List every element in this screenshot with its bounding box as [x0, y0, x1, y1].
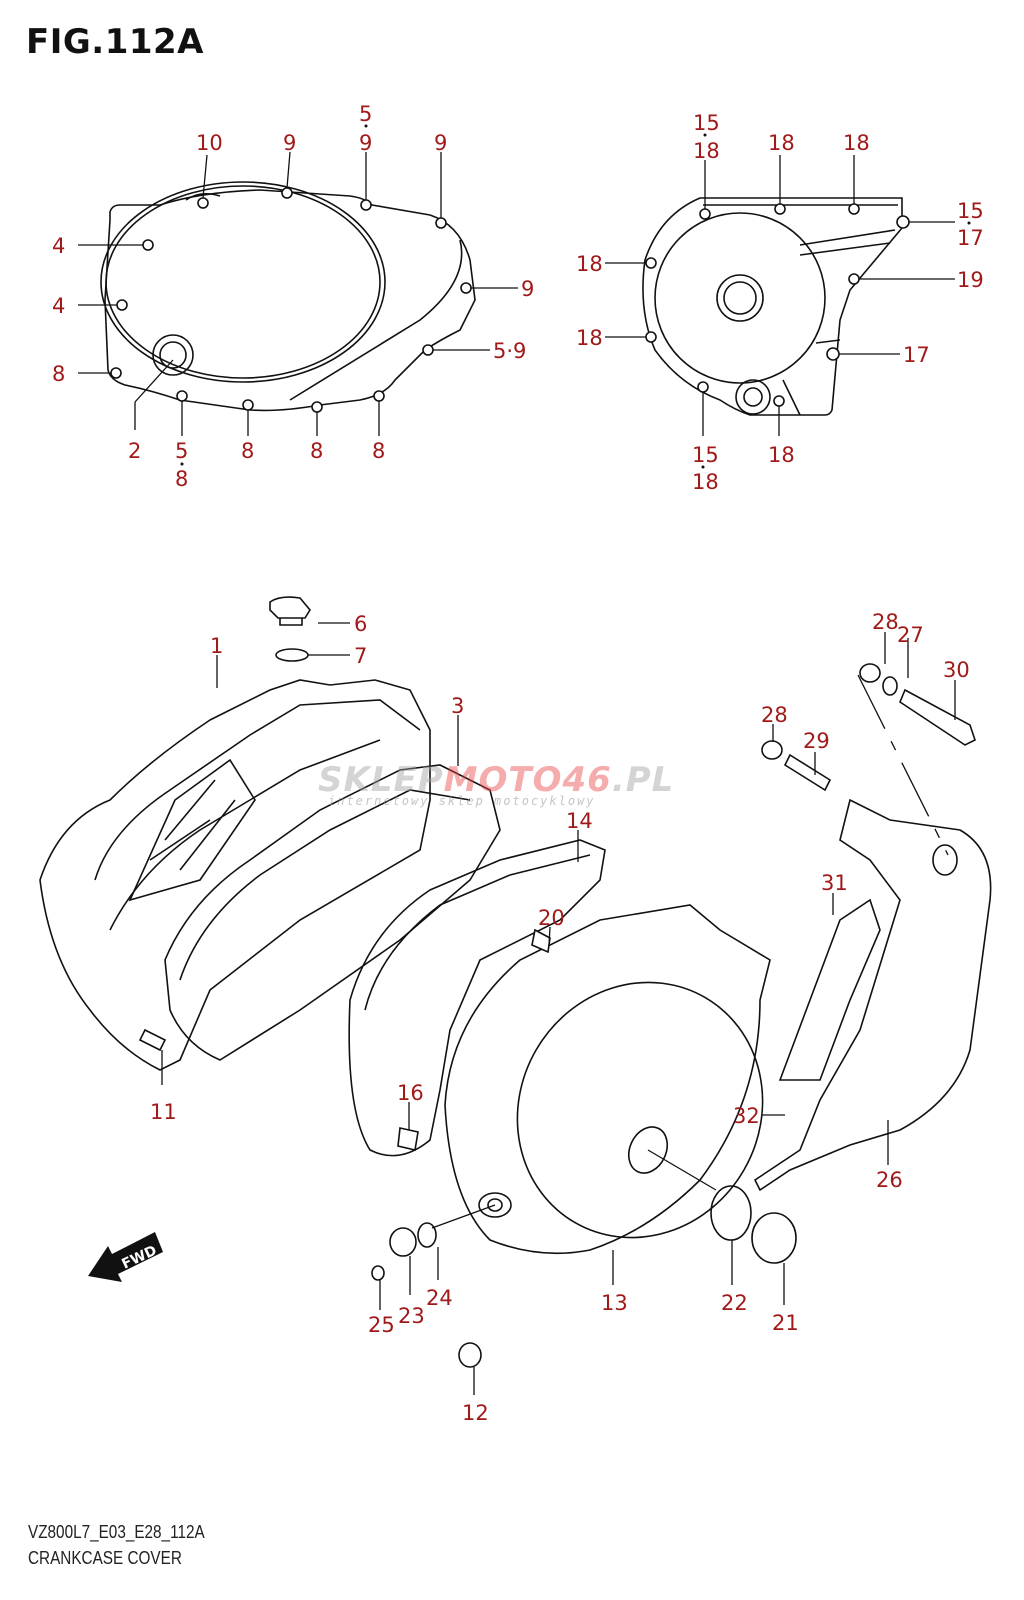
callout-26: 26 [876, 1168, 903, 1192]
callout-19: 19 [957, 268, 984, 292]
callout-5-9: 5·9 [493, 339, 526, 363]
callout-28: 28 [761, 703, 788, 727]
callout-18: 18 [768, 443, 795, 467]
callout-15: 15 [693, 111, 720, 135]
callout-9: 9 [434, 131, 447, 155]
plug-21 [751, 1212, 797, 1264]
callout-30: 30 [943, 658, 970, 682]
gasket-3 [164, 764, 501, 1061]
callout-15: 15 [692, 443, 719, 467]
callout-31: 31 [821, 871, 848, 895]
cover-13 [444, 904, 771, 1255]
callout-17: 17 [957, 226, 984, 250]
generator-cover-callouts: 15 18 18 18 15 17 18 19 18 17 15 18 18 [576, 111, 984, 494]
clutch-cover-bolt-holes [110, 187, 472, 413]
callout-5: 5 [359, 102, 372, 126]
callout-7: 7 [354, 644, 367, 668]
callout-4: 4 [52, 234, 65, 258]
gasket-24 [417, 1222, 437, 1248]
generator-cover-leader-lines [605, 155, 955, 436]
callout-32: 32 [733, 1104, 760, 1128]
diagram-code: VZ800L7_E03_E28_112A [28, 1522, 205, 1542]
callout-14: 14 [566, 809, 593, 833]
callout-18: 18 [576, 326, 603, 350]
callout-11: 11 [150, 1100, 177, 1124]
callout-18: 18 [843, 131, 870, 155]
callout-28: 28 [872, 610, 899, 634]
callout-8: 8 [175, 467, 188, 491]
watermark-subtitle: internetowy sklep motocyklowy [328, 794, 596, 808]
callout-25: 25 [368, 1313, 395, 1337]
watermark: SKLEPMOTO46.PL internetowy sklep motocyk… [318, 760, 674, 808]
main-leader-lines [161, 622, 956, 1395]
fwd-arrow-icon: FWD [88, 1232, 163, 1282]
callout-29: 29 [803, 729, 830, 753]
dowel-20 [531, 928, 551, 954]
diagram-name: CRANKCASE COVER [28, 1548, 182, 1568]
callout-18: 18 [693, 139, 720, 163]
callout-18: 18 [576, 252, 603, 276]
callout-22: 22 [721, 1291, 748, 1315]
clutch-cover-callouts: 10 9 5 9 9 4 4 9 5·9 8 2 5 8 8 8 8 [52, 102, 534, 491]
generator-cover-outline [642, 197, 903, 416]
washer-27 [882, 676, 898, 696]
callout-18: 18 [768, 131, 795, 155]
callout-10: 10 [196, 131, 223, 155]
callout-13: 13 [601, 1291, 628, 1315]
bolt-30 [899, 688, 976, 746]
callout-8: 8 [372, 439, 385, 463]
callout-21: 21 [772, 1311, 799, 1335]
callout-8: 8 [310, 439, 323, 463]
callout-6: 6 [354, 612, 367, 636]
clutch-cover-outline [100, 181, 476, 412]
o-ring-7 [275, 648, 309, 662]
callout-5: 5 [175, 439, 188, 463]
gasket-14 [348, 839, 606, 1157]
oil-filler-cap-6 [269, 596, 311, 626]
plug-25 [371, 1265, 385, 1281]
callout-18: 18 [692, 470, 719, 494]
watermark-text: SKLEP [318, 760, 444, 800]
cap-12 [458, 1342, 482, 1368]
bracket-31-cover-26 [753, 674, 992, 1192]
callout-2: 2 [128, 439, 141, 463]
figure-title: FIG.112A [26, 22, 204, 62]
watermark-brand: MOTO46 [443, 760, 612, 800]
callout-17: 17 [903, 343, 930, 367]
main-callouts: 6 7 1 3 14 20 11 16 28 27 30 28 29 31 32… [150, 610, 970, 1425]
callout-12: 12 [462, 1401, 489, 1425]
callout-4: 4 [52, 294, 65, 318]
spacer-29 [783, 753, 832, 792]
plug-23 [389, 1227, 417, 1257]
dowel-11 [138, 1028, 167, 1052]
small-parts [138, 663, 976, 1368]
callout-8: 8 [52, 362, 65, 386]
callout-20: 20 [538, 906, 565, 930]
clutch-cover-part-1 [39, 679, 431, 1071]
callout-1: 1 [210, 634, 223, 658]
callout-9: 9 [521, 277, 534, 301]
callout-9: 9 [283, 131, 296, 155]
callout-15: 15 [957, 199, 984, 223]
callout-9: 9 [359, 131, 372, 155]
callout-23: 23 [398, 1304, 425, 1328]
callout-24: 24 [426, 1286, 453, 1310]
clutch-cover-leader-lines [78, 151, 518, 436]
callout-27: 27 [897, 623, 924, 647]
washer-28 [761, 740, 783, 760]
callout-16: 16 [397, 1081, 424, 1105]
watermark-domain: .PL [611, 760, 675, 800]
washer-28-top [859, 663, 881, 683]
dowel-16 [397, 1127, 419, 1151]
callout-8: 8 [241, 439, 254, 463]
o-ring-22 [710, 1185, 752, 1241]
callout-3: 3 [451, 694, 464, 718]
